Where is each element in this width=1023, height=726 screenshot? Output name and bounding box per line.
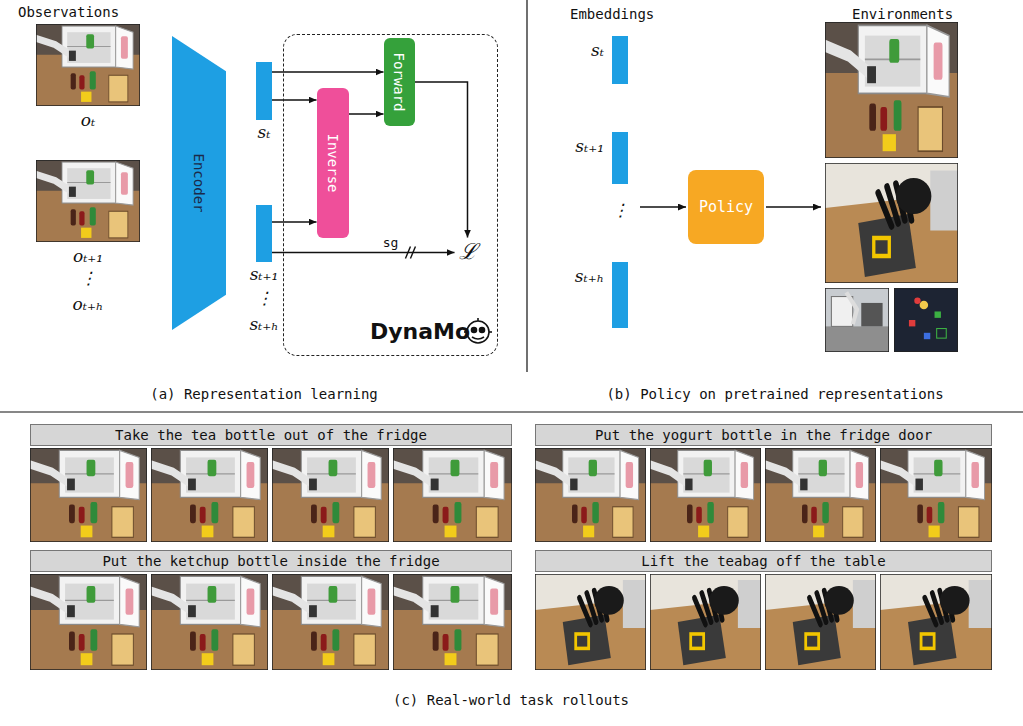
rollout-frames bbox=[30, 448, 992, 670]
forward-model: Forward bbox=[384, 38, 415, 126]
observation-label: oₜ bbox=[81, 110, 95, 130]
connector bbox=[272, 99, 317, 101]
embedding-bar: sₜ bbox=[256, 62, 272, 120]
task-banner: Put the ketchup bottle inside the fridge bbox=[30, 550, 512, 572]
environment-sim bbox=[894, 288, 958, 352]
embedding-bar bbox=[612, 132, 628, 184]
ellipsis: ⋮ bbox=[612, 200, 629, 220]
inverse-model: Inverse bbox=[317, 88, 349, 238]
node-text: Lift the teabag off the table bbox=[641, 553, 885, 570]
node-text: DynaMo bbox=[370, 319, 470, 345]
connector bbox=[272, 71, 384, 73]
panel-heading: Embeddings bbox=[570, 6, 654, 23]
node-text: Put the ketchup bottle inside the fridge bbox=[102, 553, 439, 570]
panel-heading: Observations bbox=[18, 4, 119, 21]
embedding-label: sₜ₊ₕ bbox=[575, 266, 604, 286]
panel-divider bbox=[526, 0, 527, 372]
observation-photo bbox=[36, 24, 140, 106]
stop-gradient-mark bbox=[410, 247, 415, 259]
policy-box: Policy bbox=[688, 170, 764, 244]
task-banner: Take the tea bottle out of the fridge bbox=[30, 424, 512, 446]
loss-symbol: ℒ bbox=[455, 238, 481, 268]
panel-divider bbox=[0, 411, 1023, 412]
ellipsis: ⋮ bbox=[256, 288, 273, 308]
subfigure-caption: (a) Representation learning bbox=[150, 386, 378, 403]
encoder-fill bbox=[172, 36, 226, 330]
connector bbox=[272, 252, 455, 254]
node-text: sₜ bbox=[258, 122, 271, 142]
node-text: Put the yogurt bottle in the fridge door bbox=[595, 427, 932, 444]
observation-label: oₜ₊ₕ bbox=[73, 294, 104, 314]
embedding-bar bbox=[612, 262, 628, 328]
environment-photo bbox=[825, 22, 958, 158]
observation-label: oₜ₊₁ bbox=[73, 246, 103, 266]
connector bbox=[272, 221, 317, 223]
task-banner: Put the yogurt bottle in the fridge door bbox=[535, 424, 992, 446]
node-text: Policy bbox=[699, 198, 753, 216]
connector bbox=[415, 82, 468, 238]
stop-gradient-mark bbox=[405, 247, 410, 259]
environment-sim bbox=[825, 288, 889, 352]
node-text: Encoder bbox=[191, 153, 208, 212]
connector bbox=[349, 113, 384, 115]
embedding-label: sₜ bbox=[591, 40, 604, 60]
edge-label: sg bbox=[381, 235, 401, 251]
embedding-label: sₜ₊₁ bbox=[575, 136, 604, 156]
output-arrow bbox=[766, 206, 821, 208]
subfigure-caption: (b) Policy on pretrained representations bbox=[606, 386, 943, 403]
node-text: Forward bbox=[391, 52, 408, 111]
node-text: Inverse bbox=[324, 133, 341, 192]
task-banner: Lift the teabag off the table bbox=[535, 550, 992, 572]
node-text: Take the tea bottle out of the fridge bbox=[115, 427, 427, 444]
subfigure-caption: (c) Real-world task rollouts bbox=[393, 692, 629, 709]
panel-heading: Environments bbox=[852, 6, 953, 23]
dynamo-module: DynaMo Inverse Forwardℒ bbox=[283, 34, 498, 356]
embedding-bar bbox=[612, 36, 628, 84]
embedding-label: sₜ₊ₕ bbox=[249, 314, 278, 334]
environment-photo bbox=[825, 163, 958, 283]
ellipsis: ⋮ bbox=[80, 268, 97, 288]
node-text: sₜ₊₁ bbox=[250, 264, 279, 284]
observation-photo bbox=[36, 160, 140, 242]
input-arrow bbox=[640, 206, 686, 208]
embedding-bar: sₜ₊₁ bbox=[256, 205, 272, 262]
node-text: ℒ bbox=[459, 239, 477, 265]
encoder-trapezoid: Encoder bbox=[172, 36, 226, 330]
